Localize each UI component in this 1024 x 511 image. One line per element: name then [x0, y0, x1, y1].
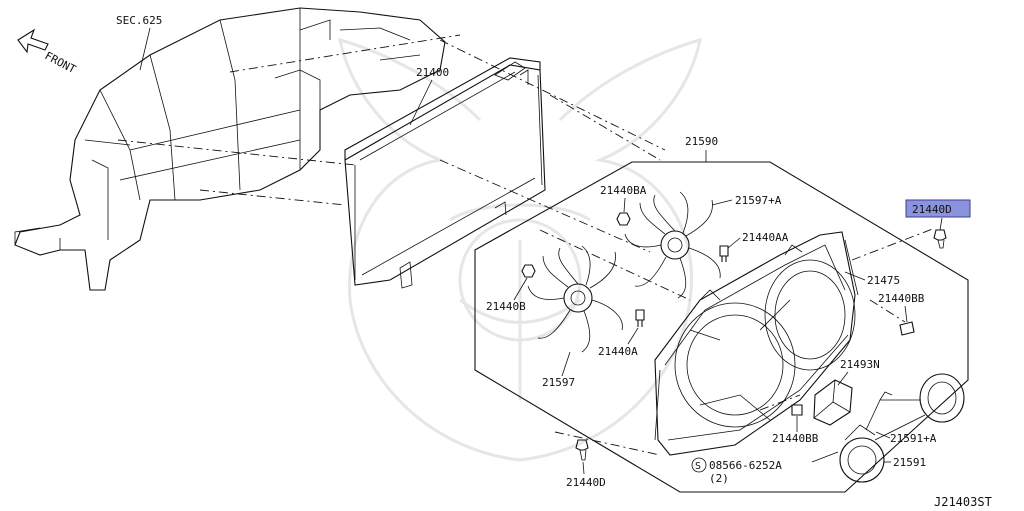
leader-bolt-aa	[727, 237, 741, 249]
nut-lower	[521, 264, 536, 278]
leader-shroud	[844, 271, 866, 281]
diagram-id-label: J21403ST	[934, 495, 992, 509]
callout-fan: 21597	[542, 376, 575, 389]
callout-radiator: 21400	[416, 66, 449, 79]
leader-bolt-bb-top	[904, 305, 908, 323]
fan-shroud	[654, 231, 859, 456]
leader-screw	[811, 451, 839, 463]
bolt-d-bottom	[575, 439, 589, 461]
watermark-logo	[338, 37, 702, 462]
leader-fan	[561, 351, 571, 377]
leader-bolt-d-bottom	[582, 461, 585, 475]
fan-resistor	[813, 379, 853, 426]
nut-upper	[616, 212, 631, 226]
highlight-box[interactable]	[905, 199, 971, 218]
callout-nut-b: 21440B	[486, 300, 526, 313]
bolt-a	[635, 309, 645, 327]
front-arrow-icon	[17, 28, 49, 54]
leader-fan-ba	[623, 197, 626, 213]
bolt-bb-bottom	[791, 404, 803, 416]
leader-sec	[139, 27, 151, 71]
callout-bolt-aa: 21440AA	[742, 231, 789, 244]
fan-upper	[624, 191, 721, 299]
leader-nut-b	[513, 277, 528, 301]
callout-screw-qty: (2)	[709, 472, 729, 485]
callout-fan-a-plus: 21597+A	[735, 194, 782, 207]
callout-shroud-assy: 21590	[685, 135, 718, 148]
bolt-d-highlighted	[933, 229, 947, 249]
leader-motor-a-plus	[875, 431, 891, 439]
callout-sec: SEC.625	[116, 14, 162, 27]
callout-bolt-d-highlight[interactable]: 21440D	[912, 203, 952, 216]
callout-bolt-d-bottom: 21440D	[566, 476, 606, 489]
alignment-lines	[117, 34, 936, 456]
svg-text:S: S	[695, 461, 701, 472]
fan-motor-upper	[865, 373, 965, 441]
bolt-aa	[719, 245, 729, 262]
callout-fan-ba: 21440BA	[600, 184, 647, 197]
front-label: FRONT	[43, 49, 79, 76]
circled-s-icon: S	[691, 457, 707, 473]
callout-bolt-bb-top: 21440BB	[878, 292, 925, 305]
leader-fan-a-plus	[711, 199, 733, 206]
callout-bolt-a: 21440A	[598, 345, 638, 358]
leader-bolt-d-highlight	[939, 217, 943, 231]
callout-screw: 08566-6252A	[709, 459, 782, 472]
callout-shroud: 21475	[867, 274, 900, 287]
leader-radiator	[409, 79, 433, 126]
leader-bolt-a	[627, 327, 639, 345]
callout-motor-a-plus: 21591+A	[890, 432, 937, 445]
fan-motor-lower	[839, 424, 885, 483]
fan-lower	[527, 245, 623, 353]
leader-resistor	[837, 371, 849, 386]
callout-motor: 21591	[893, 456, 926, 469]
callout-bolt-bb-bottom: 21440BB	[772, 432, 819, 445]
radiator	[344, 57, 546, 289]
bolt-bb-top	[899, 321, 915, 336]
callout-resistor: 21493N	[840, 358, 880, 371]
fan-shroud-assembly-frame	[474, 161, 969, 493]
radiator-core-support	[14, 7, 446, 291]
